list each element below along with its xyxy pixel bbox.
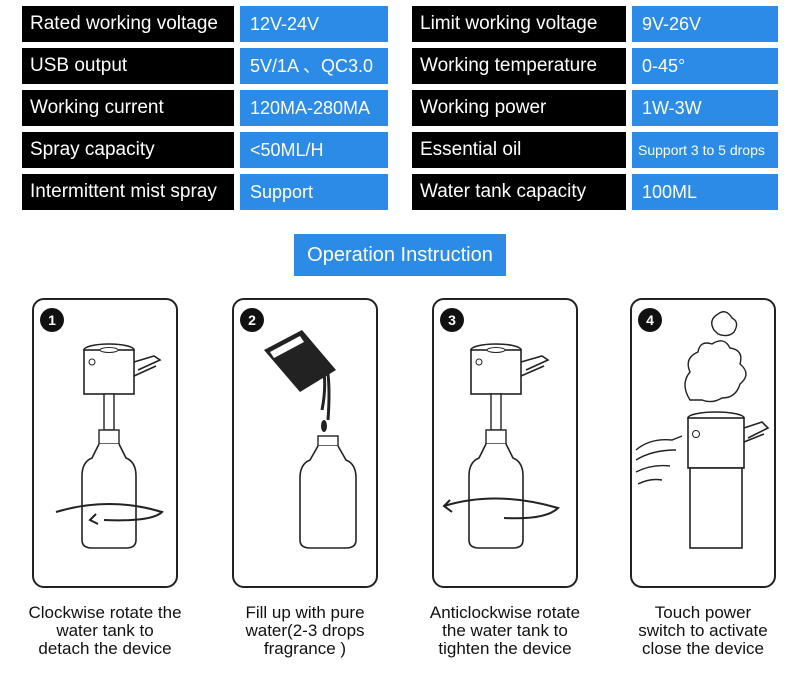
spec-row: USB output 5V/1A 、QC3.0 <box>22 48 388 84</box>
spec-row: Working power 1W-3W <box>412 90 778 126</box>
fill-water-illustration: 2 <box>240 308 357 549</box>
spec-value: 100ML <box>632 174 778 210</box>
step-number: 3 <box>448 312 456 328</box>
spec-value: 120MA-280MA <box>240 90 388 126</box>
spec-value: 0-45° <box>632 48 778 84</box>
step-number: 4 <box>646 312 654 328</box>
spec-label: Working current <box>22 90 234 126</box>
spec-label: Rated working voltage <box>22 6 234 42</box>
spec-label: Spray capacity <box>22 132 234 168</box>
spec-value: Support <box>240 174 388 210</box>
spec-row: Essential oil Support 3 to 5 drops <box>412 132 778 168</box>
spec-row: Rated working voltage 12V-24V <box>22 6 388 42</box>
spec-label: Limit working voltage <box>412 6 626 42</box>
spec-row: Water tank capacity 100ML <box>412 174 778 210</box>
spec-label: Intermittent mist spray <box>22 174 234 210</box>
spec-row: Spray capacity <50ML/H <box>22 132 388 168</box>
spec-value: 5V/1A 、QC3.0 <box>240 48 388 84</box>
step-panel: 2 <box>232 298 378 588</box>
step-panel: 1 <box>32 298 178 588</box>
step-number: 2 <box>248 312 256 328</box>
spec-value: 9V-26V <box>632 6 778 42</box>
operation-title: Operation Instruction <box>294 234 506 276</box>
step-panel: 4 <box>630 298 776 588</box>
spec-value: <50ML/H <box>240 132 388 168</box>
spec-label: Water tank capacity <box>412 174 626 210</box>
step-caption: Fill up with pure water(2-3 drops fragra… <box>245 603 365 658</box>
spec-row: Intermittent mist spray Support <box>22 174 388 210</box>
spec-value: Support 3 to 5 drops <box>632 132 778 168</box>
spec-row: Working current 120MA-280MA <box>22 90 388 126</box>
step-caption: Touch power switch to activate close the… <box>638 603 768 658</box>
detach-device-illustration: 1 <box>40 308 164 549</box>
step-caption: Clockwise rotate the water tank to detac… <box>28 603 182 658</box>
activate-device-illustration: 4 <box>635 308 770 549</box>
spec-label: USB output <box>22 48 234 84</box>
step-number: 1 <box>48 312 56 328</box>
spec-label: Working temperature <box>412 48 626 84</box>
spec-row: Working temperature 0-45° <box>412 48 778 84</box>
tighten-device-illustration: 3 <box>440 308 560 549</box>
spec-value: 1W-3W <box>632 90 778 126</box>
step-panel: 3 <box>432 298 578 588</box>
spec-value: 12V-24V <box>240 6 388 42</box>
spec-label: Working power <box>412 90 626 126</box>
step-caption: Anticlockwise rotate the water tank to t… <box>429 603 581 658</box>
spec-row: Limit working voltage 9V-26V <box>412 6 778 42</box>
spec-label: Essential oil <box>412 132 626 168</box>
